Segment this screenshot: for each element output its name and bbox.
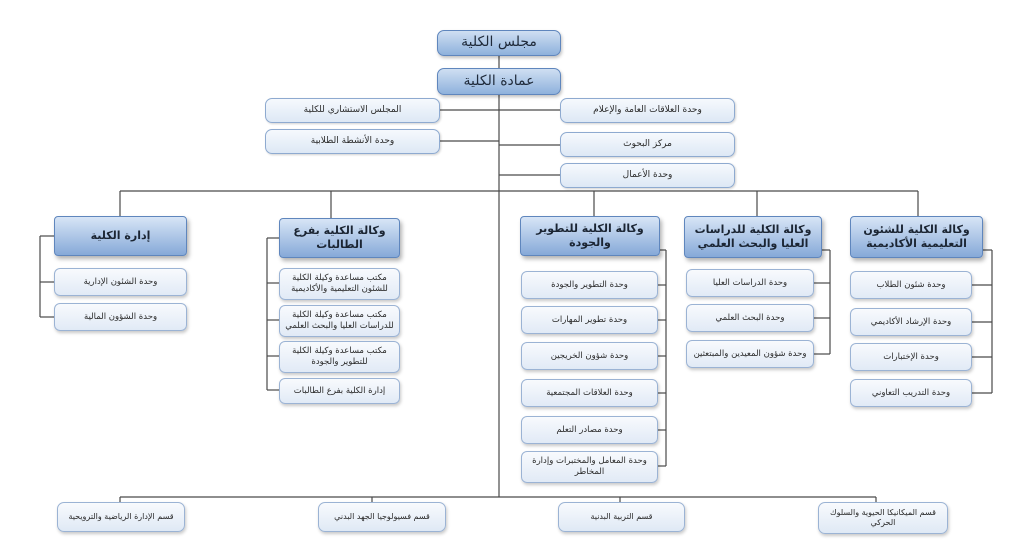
development-quality-vice-deanship: وكالة الكلية للتطوير والجودة <box>520 216 660 256</box>
branch-academic-unit: وحدة الإرشاد الأكاديمي <box>850 308 972 336</box>
female-branch-vice-deanship: وكالة الكلية بفرع الطالبات <box>279 218 400 258</box>
branch-academic-unit: وحدة الإختبارات <box>850 343 972 371</box>
branch-female-unit: مكتب مساعدة وكيلة الكلية للدراسات العليا… <box>279 305 400 337</box>
department-exercise-physiology: قسم فسيولوجيا الجهد البدني <box>318 502 446 532</box>
branch-admin-unit: وحدة الشئون الإدارية <box>54 268 187 296</box>
branch-graduate-unit: وحدة الدراسات العليا <box>686 269 814 297</box>
branch-graduate-unit: وحدة شؤون المعيدين والمبتعثين <box>686 340 814 368</box>
department-sport-management: قسم الإدارة الرياضية والترويحية <box>57 502 185 532</box>
advisory-council-box: المجلس الاستشاري للكلية <box>265 98 440 123</box>
branch-quality-unit: وحدة مصادر التعلم <box>521 416 658 444</box>
branch-graduate-unit: وحدة البحث العلمي <box>686 304 814 332</box>
research-center-box: مركز البحوث <box>560 132 735 157</box>
branch-academic-unit: وحدة شئون الطلاب <box>850 271 972 299</box>
graduate-studies-vice-deanship: وكالة الكلية للدراسات العليا والبحث العل… <box>684 216 822 258</box>
branch-female-unit: مكتب مساعدة وكيلة الكلية للشئون التعليمي… <box>279 268 400 300</box>
college-council-box: مجلس الكلية <box>437 30 561 56</box>
public-relations-box: وحدة العلاقات العامة والإعلام <box>560 98 735 123</box>
college-administration-box: إدارة الكلية <box>54 216 187 256</box>
branch-quality-unit: وحدة المعامل والمختبرات وإدارة المخاطر <box>521 451 658 483</box>
branch-quality-unit: وحدة شؤون الخريجين <box>521 342 658 370</box>
student-activities-box: وحدة الأنشطة الطلابية <box>265 129 440 154</box>
branch-female-unit: إدارة الكلية بفرع الطالبات <box>279 378 400 404</box>
branch-female-unit: مكتب مساعدة وكيلة الكلية للتطوير والجودة <box>279 341 400 373</box>
department-physical-education: قسم التربية البدنية <box>558 502 685 532</box>
deanship-box: عمادة الكلية <box>437 68 561 95</box>
academic-affairs-vice-deanship: وكالة الكلية للشئون التعليمية الأكاديمية <box>850 216 983 258</box>
branch-admin-unit: وحدة الشؤون المالية <box>54 303 187 331</box>
business-unit-box: وحدة الأعمال <box>560 163 735 188</box>
branch-quality-unit: وحدة العلاقات المجتمعية <box>521 379 658 407</box>
branch-quality-unit: وحدة تطوير المهارات <box>521 306 658 334</box>
department-biomechanics: قسم الميكانيكا الحيوية والسلوك الحركي <box>818 502 948 534</box>
branch-academic-unit: وحدة التدريب التعاوني <box>850 379 972 407</box>
branch-quality-unit: وحدة التطوير والجودة <box>521 271 658 299</box>
